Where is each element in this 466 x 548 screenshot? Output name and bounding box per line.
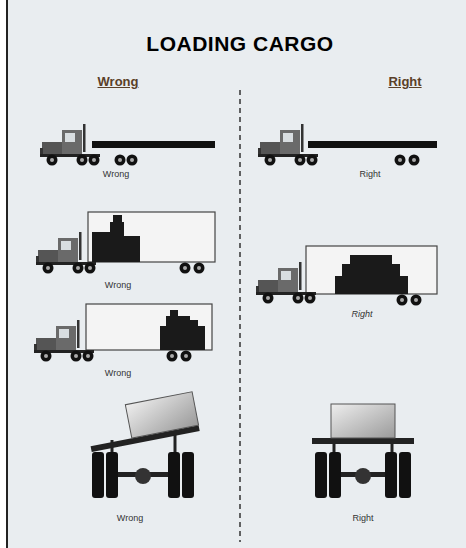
axle-caption: Right (352, 513, 373, 523)
truck-caption: Wrong (105, 368, 131, 378)
truck-caption: Right (359, 169, 380, 179)
column-heading: Wrong (98, 74, 139, 89)
column-heading: Right (388, 74, 421, 89)
truck-caption: Wrong (103, 169, 129, 179)
truck-caption: Wrong (105, 280, 131, 290)
axle-caption: Wrong (117, 513, 143, 523)
truck-caption: Right (351, 309, 372, 319)
diagram-title: LOADING CARGO (146, 32, 333, 56)
